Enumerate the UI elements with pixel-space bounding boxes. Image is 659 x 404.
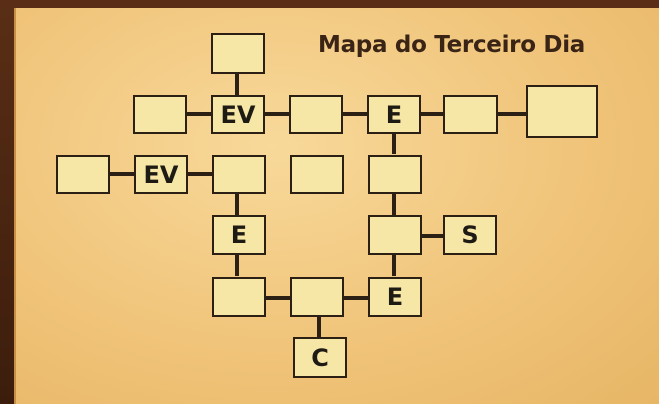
connector bbox=[235, 73, 239, 95]
room bbox=[133, 95, 187, 134]
room-enemy: E bbox=[367, 95, 421, 134]
connector bbox=[235, 193, 239, 215]
connector bbox=[186, 112, 212, 116]
connector bbox=[109, 172, 135, 176]
room bbox=[211, 33, 265, 74]
map-title: Mapa do Terceiro Dia bbox=[318, 32, 586, 58]
connector bbox=[497, 112, 527, 116]
room bbox=[56, 155, 110, 194]
room bbox=[290, 155, 344, 194]
room-enemy: E bbox=[212, 215, 266, 255]
connector bbox=[420, 234, 444, 238]
connector bbox=[392, 193, 396, 215]
room-event: EV bbox=[211, 95, 265, 134]
room-event: EV bbox=[134, 155, 188, 194]
connector bbox=[342, 296, 368, 300]
room bbox=[289, 95, 343, 134]
room bbox=[212, 277, 266, 317]
room bbox=[290, 277, 344, 317]
connector bbox=[264, 296, 290, 300]
room-exit: S bbox=[443, 215, 497, 255]
room bbox=[212, 155, 266, 194]
room bbox=[526, 85, 598, 138]
connector bbox=[317, 317, 321, 337]
room bbox=[443, 95, 498, 134]
connector bbox=[264, 112, 290, 116]
connector bbox=[342, 112, 368, 116]
connector bbox=[187, 172, 213, 176]
room-start: C bbox=[293, 337, 347, 378]
room bbox=[368, 215, 422, 255]
connector bbox=[235, 254, 239, 276]
connector bbox=[420, 112, 444, 116]
room-enemy: E bbox=[368, 277, 422, 317]
connector bbox=[392, 254, 396, 276]
connector bbox=[392, 134, 396, 154]
room bbox=[368, 155, 422, 194]
